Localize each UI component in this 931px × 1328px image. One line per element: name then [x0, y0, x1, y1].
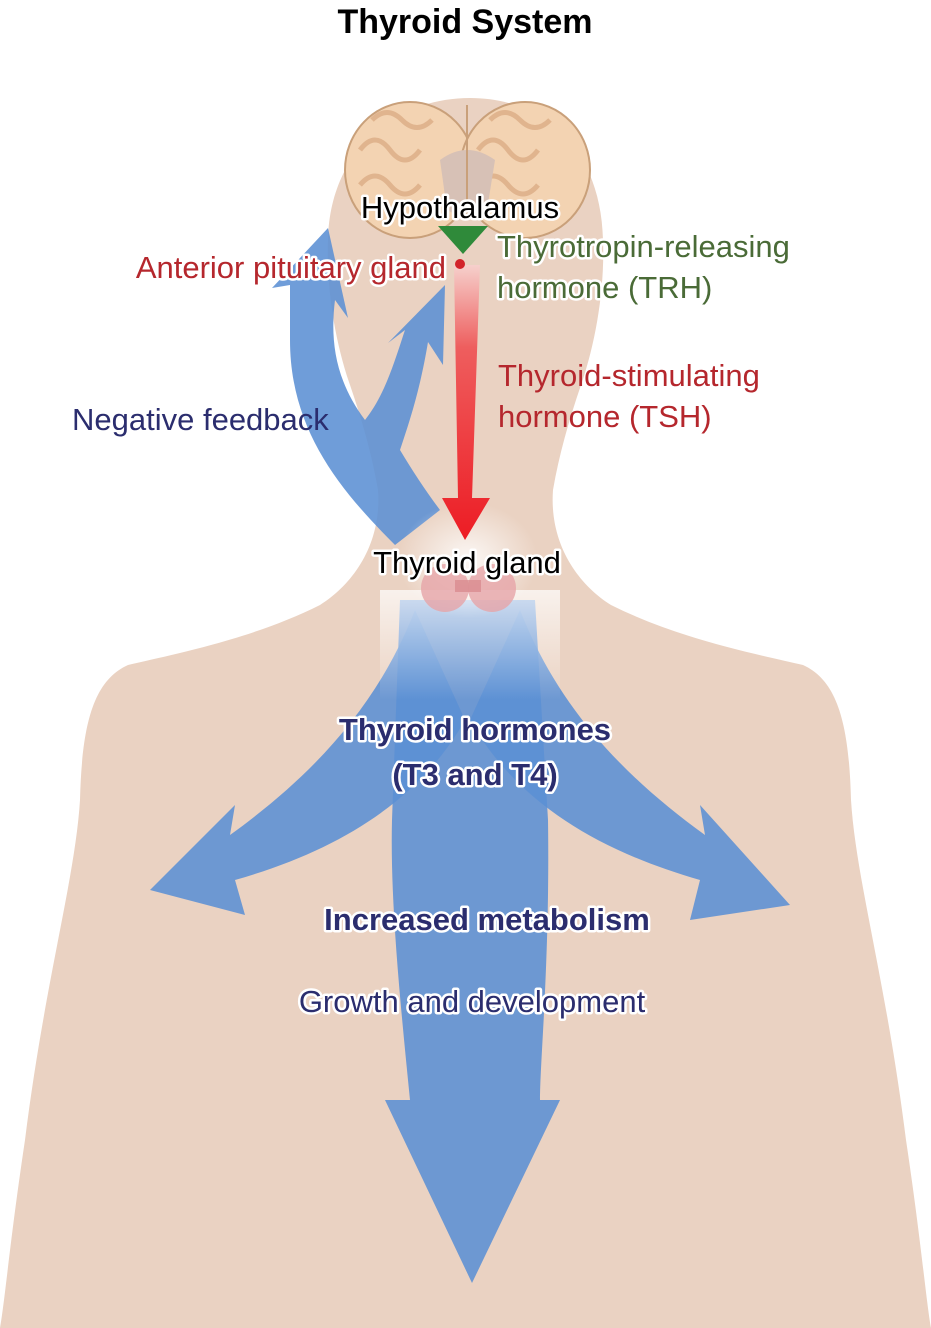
- anterior-pituitary-dot: [455, 259, 465, 269]
- negative-feedback-arrow: [272, 228, 445, 545]
- anterior-pituitary-label: Anterior pituitary gland: [136, 250, 446, 285]
- trh-label-line1: Thyrotropin-releasing: [497, 229, 790, 264]
- thyroid-gland-label: Thyroid gland: [373, 545, 561, 580]
- thyroid-hormones-label-line2: (T3 and T4): [392, 757, 557, 792]
- increased-metabolism-label: Increased metabolism: [324, 902, 650, 937]
- negative-feedback-label: Negative feedback: [72, 402, 329, 437]
- tsh-label-line2: hormone (TSH): [498, 399, 712, 434]
- growth-development-label: Growth and development: [299, 984, 646, 1019]
- thyroid-gland-illustration: [398, 502, 538, 618]
- thyroid-left-lobe: [421, 564, 469, 612]
- trh-label-line2: hormone (TRH): [497, 270, 712, 305]
- thyroid-hormones-label-line1: Thyroid hormones: [339, 712, 611, 747]
- thyroid-right-lobe: [468, 564, 516, 612]
- diagram-title: Thyroid System: [337, 3, 592, 41]
- brain-folds: [358, 110, 552, 197]
- hypothalamus-label: Hypothalamus: [361, 190, 559, 225]
- trh-arrow: [438, 226, 488, 254]
- brain-illustration: [344, 101, 591, 239]
- tsh-label-line1: Thyroid-stimulating: [498, 358, 760, 393]
- tsh-arrow: [442, 265, 490, 540]
- thyroid-isthmus: [455, 580, 481, 592]
